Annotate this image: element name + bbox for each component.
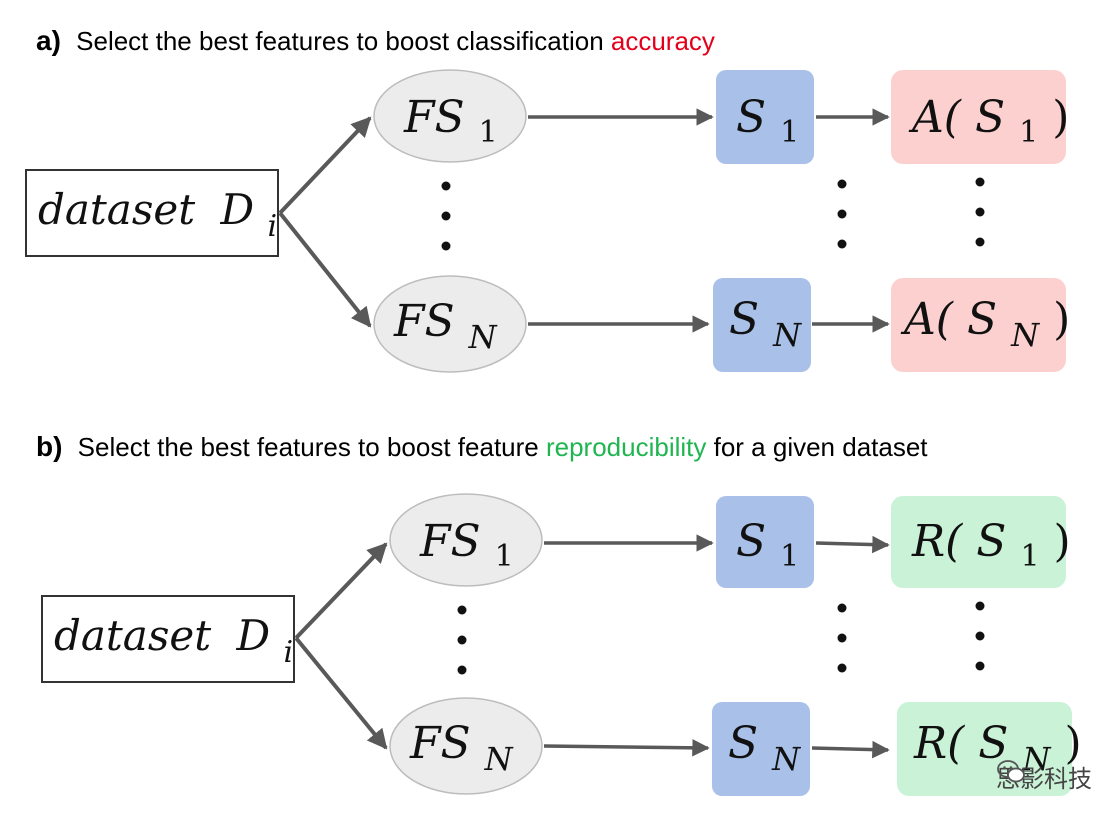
panel-a-output-bottom-sub: N [1010,316,1040,354]
panel-b-fs1-ellipse [389,493,543,587]
panel-a-output-top-close: ) [1052,92,1069,143]
panel-a-sn-main: S [729,294,759,345]
panel-b-arrow-s1-out [815,535,890,554]
panel-b-s1-box [716,496,814,588]
panel-a-output-ellipsis [975,177,985,247]
panel-a-fs1-ellipse [373,69,527,163]
panel-b-s1-main: S [736,516,766,567]
panel-b-fsn-ellipse [389,697,543,795]
panel-b-fs1-sub: 1 [495,539,514,574]
panel-a-output-bottom-box [891,278,1066,372]
panel-a-output-bottom-main: S [967,294,997,345]
panel-b-s1-sub: 1 [780,539,799,574]
panel-b-output-bottom-sub: N [1021,740,1051,778]
panel-a-output-bottom-label: A( S N ) [900,294,1070,357]
panel-b-output-top-main: S [976,516,1006,567]
panel-a-arrow-dataset-fsn [278,211,372,328]
panel-a-s-ellipsis [837,179,847,249]
panel-a-fs1-main: FS [403,92,465,143]
panel-b-heading-text: Select the best features to boost featur… [78,432,546,462]
panel-b-output-top-close: ) [1054,516,1071,567]
panel-a-output-top-fn: A( [908,92,962,143]
panel-b-heading-tail: for a given dataset [714,432,929,462]
panel-b-arrow-dataset-fs1 [294,542,388,640]
panel-b-fs-ellipsis [457,605,467,675]
panel-a-s1-box [716,70,814,164]
panel-a-output-top-sub: 1 [1019,115,1038,150]
panel-a-fsn-main: FS [393,296,455,347]
panel-b-fsn-label: FS N [409,718,514,778]
panel-a-label: a) [36,25,61,56]
panel-a-fs1-label: FS 1 [403,92,498,150]
panel-b-output-bottom-main: S [978,718,1008,769]
panel-a-output-bottom-close: ) [1053,294,1070,345]
panel-a-fsn-ellipse [373,275,527,373]
panel-b-output-top-sub: 1 [1020,539,1039,574]
panel-a-output-top-label: A( S 1 ) [908,92,1069,153]
panel-a: a) Select the best features to boost cla… [25,25,1070,373]
panel-a-s1-sub: 1 [780,115,799,150]
wechat-icon [997,760,1025,783]
panel-b-sn-main: S [728,718,758,769]
panel-a-dataset-word: dataset [38,185,195,234]
panel-a-dataset-sub: i [268,209,278,244]
panel-a-dataset-label: dataset D i [38,185,277,244]
panel-b-fs1-main: FS [419,516,481,567]
panel-a-fs1-sub: 1 [479,115,498,150]
panel-b-output-bottom-box [897,702,1072,796]
panel-a-heading: a) Select the best features to boost cla… [36,25,715,56]
panel-a-s1-main: S [736,92,766,143]
panel-b-sn-sub: N [771,740,801,778]
panel-b-fsn-sub: N [484,740,514,778]
panel-a-output-bottom-fn: A( [900,294,954,345]
watermark: 思影科技 [996,759,1092,794]
panel-b-heading-highlight: reproducibility [546,432,706,462]
panel-a-sn-sub: N [772,316,802,354]
panel-b-s-ellipsis [837,603,847,673]
panel-b-arrow-dataset-fsn [294,636,388,750]
panel-b-dataset-box [41,595,295,683]
panel-b-dataset-sub: i [284,635,294,670]
panel-b-sn-box [712,702,810,796]
panel-b-fsn-main: FS [409,718,471,769]
panel-b: b) Select the best features to boost fea… [36,431,1082,796]
panel-b-fs1-label: FS 1 [419,516,514,574]
panel-b-label: b) [36,431,62,462]
panel-b-dataset-symbol: D [236,611,271,660]
panel-b-dataset-label: dataset D i [54,611,293,670]
panel-a-fsn-label: FS N [393,296,498,356]
panel-b-arrow-fsn-sn [543,739,710,757]
panel-a-fsn-sub: N [468,318,498,356]
panel-a-sn-label: S N [729,294,802,354]
panel-b-output-bottom-label: R( S N ) [913,718,1082,781]
panel-b-dataset-word: dataset [54,611,211,660]
panel-a-output-top-box [891,70,1066,164]
panel-a-s1-label: S 1 [736,92,799,150]
panel-b-sn-label: S N [728,718,801,778]
panel-b-output-top-fn: R( [911,516,963,567]
panel-a-output-top-main: S [975,92,1005,143]
panel-b-output-bottom-close: ) [1064,718,1081,769]
panel-b-arrow-sn-out [811,740,890,759]
panel-b-output-ellipsis [975,601,985,671]
panel-b-heading: b) Select the best features to boost fea… [36,431,928,462]
panel-b-output-top-label: R( S 1 ) [911,516,1071,577]
panel-a-heading-highlight: accuracy [611,26,715,56]
panel-a-sn-box [713,278,811,372]
panel-b-output-top-box [891,496,1066,588]
panel-a-dataset-box [25,169,279,257]
panel-a-arrow-dataset-fs1 [278,116,372,215]
panel-a-dataset-symbol: D [220,185,255,234]
panel-b-output-bottom-fn: R( [913,718,965,769]
panel-a-fs-ellipsis [441,181,451,251]
panel-a-heading-text: Select the best features to boost classi… [76,26,611,56]
panel-b-s1-label: S 1 [736,516,799,574]
